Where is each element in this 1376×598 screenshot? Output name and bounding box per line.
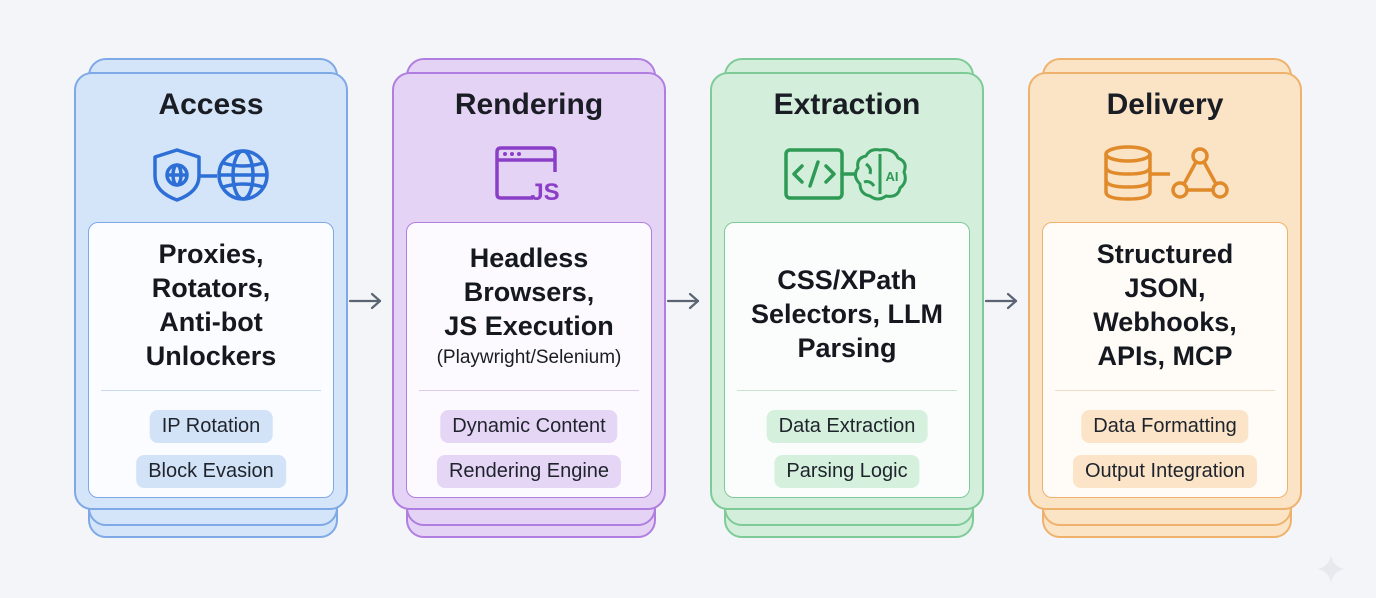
stage-icons (1028, 142, 1302, 206)
stage-title: Access (158, 88, 264, 121)
stage-subtext: (Playwright/Selenium) (436, 347, 622, 368)
divider (1055, 390, 1275, 391)
stage-title: Delivery (1106, 88, 1224, 121)
arrow-icon (348, 292, 382, 310)
stage-icons (74, 142, 348, 206)
tag: Dynamic Content (440, 410, 618, 443)
svg-text:JS: JS (530, 179, 559, 206)
stage-description: Proxies, Rotators, Anti-bot Unlockers (145, 239, 277, 371)
tag: Rendering Engine (436, 455, 622, 488)
globe-icon (217, 149, 269, 201)
stage-icons: AI (710, 142, 984, 206)
tag: IP Rotation (149, 410, 273, 443)
arrow-icon (666, 292, 700, 310)
tag: Block Evasion (136, 455, 286, 488)
webhook-icon (1171, 147, 1229, 199)
tag: Output Integration (1072, 455, 1258, 488)
stage-delivery: Delivery Structured JSON, Webho (1028, 0, 1302, 598)
database-icon (1104, 145, 1229, 201)
code-icon: AI (784, 148, 907, 201)
svg-text:AI: AI (886, 169, 899, 184)
stage-icons: JS (392, 142, 666, 206)
stage-card: Structured JSON, Webhooks, APIs, MCP Dat… (1042, 222, 1288, 498)
stage-rendering: Rendering JS Headless Browsers, JS Execu… (392, 0, 666, 598)
tag: Data Extraction (766, 410, 928, 443)
stage-extraction: Extraction AI CSS/XPath Selectors, LLM P… (710, 0, 984, 598)
stage-description: Headless Browsers, JS Execution (444, 243, 614, 341)
ai-brain-icon (853, 148, 907, 201)
stage-title: Extraction (773, 88, 921, 121)
divider (101, 390, 321, 391)
sparkle-icon (1317, 555, 1345, 583)
stage-access: Access Proxies, Rotators, Anti-bot (74, 0, 348, 598)
arrow-icon (984, 292, 1018, 310)
divider (419, 390, 639, 391)
stage-description: CSS/XPath Selectors, LLM Parsing (750, 265, 944, 363)
tag: Data Formatting (1081, 410, 1249, 443)
shield-globe-icon (153, 148, 269, 202)
browser-js-icon: JS (495, 146, 560, 206)
stage-card: CSS/XPath Selectors, LLM Parsing Data Ex… (724, 222, 970, 498)
stage-title: Rendering (454, 88, 604, 121)
stage-description: Structured JSON, Webhooks, APIs, MCP (1093, 239, 1237, 371)
tag: Parsing Logic (774, 455, 920, 488)
stage-card: Headless Browsers, JS Execution (Playwri… (406, 222, 652, 498)
divider (737, 390, 957, 391)
stage-card: Proxies, Rotators, Anti-bot Unlockers IP… (88, 222, 334, 498)
